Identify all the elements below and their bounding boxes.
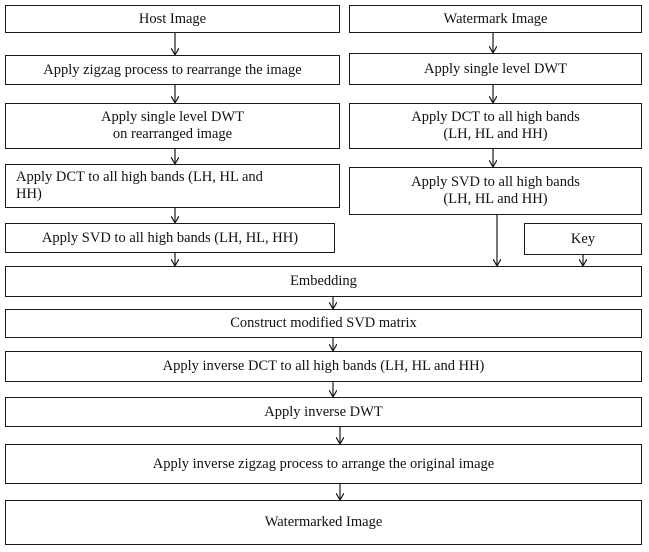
host-svd-box: Apply SVD to all high bands (LH, HL, HH) [5, 223, 335, 253]
watermark-image-box: Watermark Image [349, 5, 642, 33]
host-dct-box: Apply DCT to all high bands (LH, HL and … [5, 164, 340, 208]
wm-dwt-label: Apply single level DWT [424, 60, 567, 77]
construct-svd-label: Construct modified SVD matrix [230, 315, 417, 331]
host-dwt-label: Apply single level DWT on rearranged ima… [101, 109, 244, 142]
key-box: Key [524, 223, 642, 255]
embedding-label: Embedding [290, 273, 357, 289]
key-label: Key [570, 230, 596, 247]
inverse-dct-label: Apply inverse DCT to all high bands (LH,… [162, 358, 485, 374]
host-zigzag-label: Apply zigzag process to rearrange the im… [43, 61, 302, 78]
inverse-zigzag-label: Apply inverse zigzag process to arrange … [152, 455, 495, 472]
wm-dct-label: Apply DCT to all high bands (LH, HL and … [411, 109, 580, 142]
inverse-dwt-label: Apply inverse DWT [264, 403, 383, 420]
watermarked-image-label: Watermarked Image [264, 514, 383, 530]
host-zigzag-box: Apply zigzag process to rearrange the im… [5, 55, 340, 85]
inverse-zigzag-box: Apply inverse zigzag process to arrange … [5, 444, 642, 484]
host-image-label: Host Image [138, 10, 207, 27]
watermarked-image-box: Watermarked Image [5, 500, 642, 545]
host-image-box: Host Image [5, 5, 340, 33]
inverse-dct-box: Apply inverse DCT to all high bands (LH,… [5, 351, 642, 382]
host-dwt-box: Apply single level DWT on rearranged ima… [5, 103, 340, 149]
watermark-image-label: Watermark Image [443, 10, 548, 27]
wm-svd-label: Apply SVD to all high bands (LH, HL and … [411, 174, 580, 207]
embedding-box: Embedding [5, 266, 642, 297]
host-svd-label: Apply SVD to all high bands (LH, HL, HH) [41, 229, 299, 246]
wm-svd-box: Apply SVD to all high bands (LH, HL and … [349, 167, 642, 215]
host-dct-label: Apply DCT to all high bands (LH, HL and … [16, 169, 263, 202]
construct-svd-box: Construct modified SVD matrix [5, 309, 642, 338]
inverse-dwt-box: Apply inverse DWT [5, 397, 642, 427]
wm-dwt-box: Apply single level DWT [349, 53, 642, 85]
wm-dct-box: Apply DCT to all high bands (LH, HL and … [349, 103, 642, 149]
